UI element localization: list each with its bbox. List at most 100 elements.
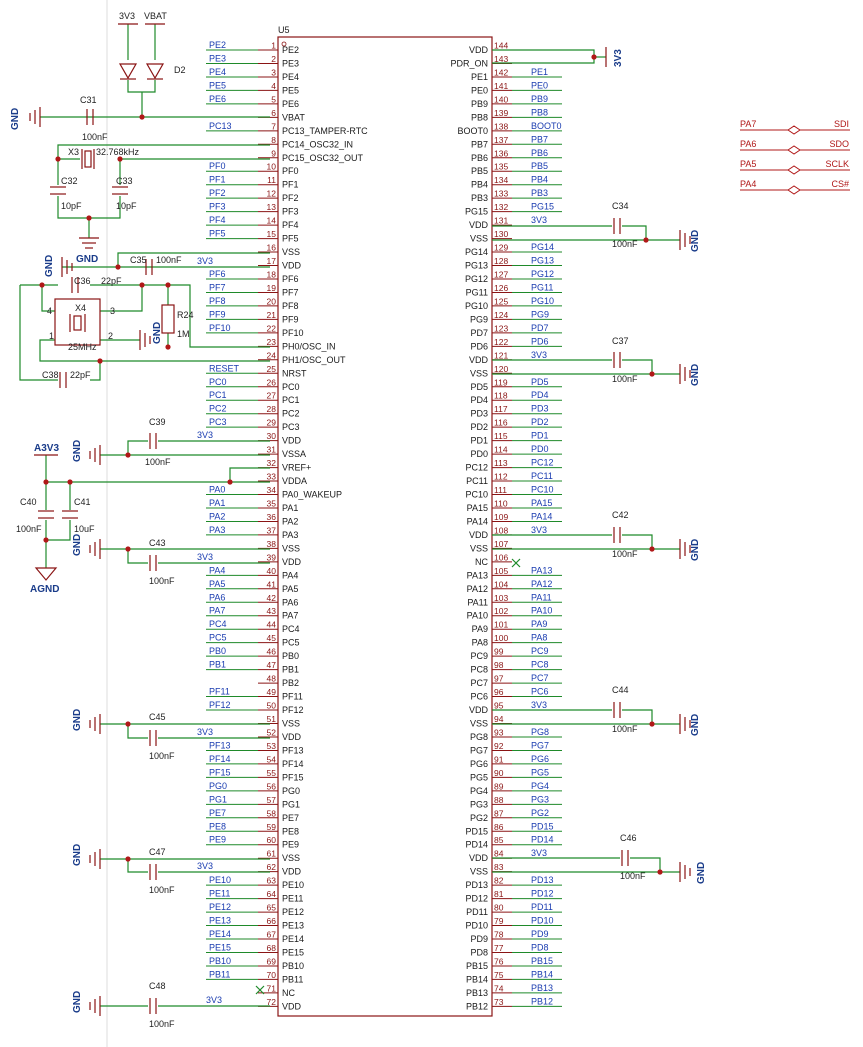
c40-ref: C40 bbox=[20, 497, 37, 507]
pin-number: 128 bbox=[494, 256, 508, 266]
x3-body bbox=[84, 150, 92, 168]
pin-number: 44 bbox=[267, 620, 277, 630]
x4-value: 25MHz bbox=[68, 342, 97, 352]
junction-dot bbox=[117, 156, 123, 162]
junctions bbox=[39, 54, 663, 875]
pin-name: PF11 bbox=[282, 692, 303, 702]
r24-value: 1M bbox=[177, 329, 190, 339]
junction-dot bbox=[649, 721, 655, 727]
pin-name: PB3 bbox=[471, 193, 488, 203]
pin-name: PG7 bbox=[470, 745, 488, 755]
net-label: PD5 bbox=[531, 377, 549, 387]
pin-name: PB1 bbox=[282, 665, 299, 675]
pin-name: VSSA bbox=[282, 449, 306, 459]
net-label: PG4 bbox=[531, 781, 549, 791]
net-label: PC12 bbox=[531, 458, 554, 468]
junction-dot bbox=[165, 282, 171, 288]
pin-name: PC1 bbox=[282, 395, 300, 405]
pin-name: PB7 bbox=[471, 139, 488, 149]
wire-c34-r bbox=[622, 225, 680, 241]
pin-name: PB15 bbox=[466, 961, 488, 971]
c33-value: 10pF bbox=[116, 201, 137, 211]
pin-number: 69 bbox=[267, 956, 277, 966]
net-label: PF0 bbox=[209, 161, 226, 171]
net-label: PB15 bbox=[531, 956, 553, 966]
agnd-symbol bbox=[34, 567, 58, 581]
pin-name: PD8 bbox=[470, 947, 488, 957]
gnd-label: GND bbox=[76, 254, 98, 265]
port-net-label: PA7 bbox=[740, 119, 756, 129]
pin-number: 7 bbox=[271, 121, 276, 131]
c48-ref: C48 bbox=[149, 981, 166, 991]
junction-dot bbox=[643, 237, 649, 243]
pin-number: 66 bbox=[267, 916, 277, 926]
c37-value: 100nF bbox=[612, 374, 638, 384]
pin-name: PE8 bbox=[282, 826, 299, 836]
v3v3-label: 3V3 bbox=[613, 49, 624, 67]
pin-number: 17 bbox=[267, 256, 277, 266]
c36-value: 22pF bbox=[101, 276, 122, 286]
x4-pin3: 3 bbox=[110, 306, 115, 316]
pin-number: 39 bbox=[267, 552, 277, 562]
pin-name: PC9 bbox=[470, 651, 488, 661]
pin-number: 140 bbox=[494, 94, 508, 104]
net-label: PC10 bbox=[531, 485, 554, 495]
pin-number: 129 bbox=[494, 243, 508, 253]
pin-number: 104 bbox=[494, 579, 508, 589]
pin-number: 114 bbox=[494, 445, 508, 455]
junction-dot bbox=[125, 856, 131, 862]
pin-number: 49 bbox=[267, 687, 277, 697]
pin-number: 89 bbox=[494, 781, 504, 791]
port-net-label: PA6 bbox=[740, 139, 756, 149]
pin-number: 70 bbox=[267, 970, 277, 980]
pin-name: VDD bbox=[469, 530, 489, 540]
pin-name: PD2 bbox=[470, 422, 488, 432]
net-label: PF9 bbox=[209, 309, 226, 319]
pin-name: PC8 bbox=[470, 665, 488, 675]
net-label: PA2 bbox=[209, 511, 225, 521]
net-label: PA7 bbox=[209, 606, 225, 616]
port-net-label: PA5 bbox=[740, 159, 756, 169]
pin-name: PF7 bbox=[282, 287, 299, 297]
pin-name: PB6 bbox=[471, 153, 488, 163]
pin-number: 76 bbox=[494, 956, 504, 966]
pin-name: PF0 bbox=[282, 166, 299, 176]
pin-name: PF14 bbox=[282, 759, 304, 769]
net-label: PD9 bbox=[531, 929, 549, 939]
pin-number: 48 bbox=[267, 674, 277, 684]
pin-number: 12 bbox=[267, 189, 277, 199]
net-label: PE8 bbox=[209, 821, 226, 831]
net-label: PG13 bbox=[531, 256, 554, 266]
gnd-icon bbox=[89, 714, 101, 734]
junction-dot bbox=[39, 282, 45, 288]
wire-vref bbox=[229, 467, 270, 482]
pin-name: PE9 bbox=[282, 840, 299, 850]
pin-number: 134 bbox=[494, 175, 508, 185]
c37-ref: C37 bbox=[612, 336, 629, 346]
diode-d2-a bbox=[118, 63, 138, 80]
c43-ref: C43 bbox=[149, 538, 166, 548]
port-net-label: PA4 bbox=[740, 179, 756, 189]
x3-ref: X3 bbox=[68, 147, 79, 157]
pin-name: PA7 bbox=[282, 611, 298, 621]
pin-name: PG15 bbox=[465, 207, 488, 217]
pin-name: PG11 bbox=[466, 287, 488, 297]
c47-value: 100nF bbox=[149, 885, 175, 895]
pin-name: PB10 bbox=[282, 961, 304, 971]
c44-ref: C44 bbox=[612, 685, 629, 695]
net-label: PF13 bbox=[209, 740, 231, 750]
pin-name: PC7 bbox=[470, 678, 488, 688]
pin-name: PF6 bbox=[282, 274, 299, 284]
pin-name: PE13 bbox=[282, 921, 304, 931]
net-label: PA14 bbox=[531, 511, 552, 521]
pin-number: 100 bbox=[494, 633, 508, 643]
net-label: PB3 bbox=[531, 188, 548, 198]
pin-number: 3 bbox=[271, 67, 276, 77]
gnd-icon bbox=[89, 445, 101, 465]
pin-number: 112 bbox=[494, 472, 508, 482]
pin-name: VSS bbox=[470, 543, 488, 553]
net-label: PE9 bbox=[209, 835, 226, 845]
pin-name: PC12 bbox=[465, 463, 488, 473]
c32-ref: C32 bbox=[61, 176, 78, 186]
x4-ref: X4 bbox=[75, 303, 86, 313]
